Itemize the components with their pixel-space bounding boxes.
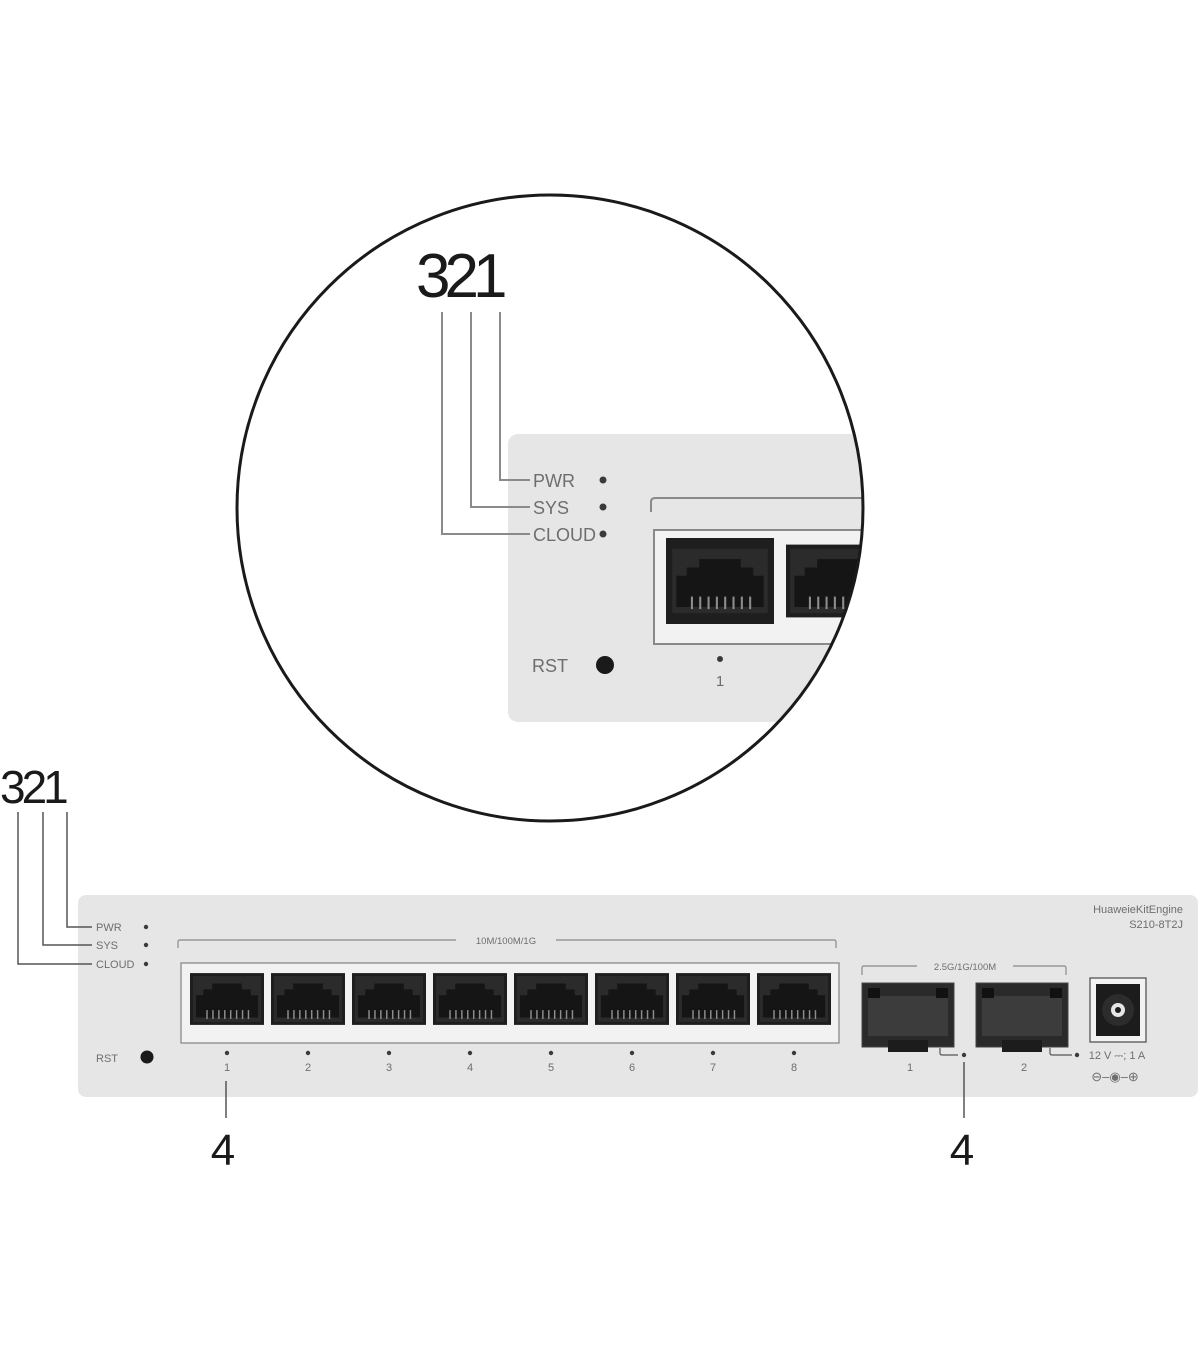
sfp-port: 1 <box>861 982 955 1074</box>
zoom-led-cloud-label: CLOUD <box>533 525 596 545</box>
sfp-2-led-bracket <box>1049 1048 1072 1056</box>
rj45-port-led <box>305 1050 311 1056</box>
reset-button <box>140 1050 154 1064</box>
rj45-port-number: 3 <box>386 1062 392 1074</box>
led-pwr-label: PWR <box>96 922 122 934</box>
zoom-callout-leaders <box>441 312 530 535</box>
rj45-port-led <box>548 1050 554 1056</box>
zoom-port-led <box>717 656 723 662</box>
rj45-port-number: 8 <box>791 1062 797 1074</box>
brand-label: HuaweiеKitEngine <box>1093 904 1183 916</box>
device-callout-leaders <box>17 812 92 965</box>
sfp-2-led <box>1074 1052 1080 1058</box>
zoom-panel <box>508 434 863 722</box>
zoom-view: PWR SYS CLOUD RST 1 321 <box>235 193 865 823</box>
rj45-port-led <box>791 1050 797 1056</box>
zoom-circle <box>235 193 865 823</box>
sfp-port: 2 <box>975 982 1069 1074</box>
power-polarity-icon: ⊖–◉–⊕ <box>1091 1069 1139 1084</box>
rj45-port: 3 <box>352 973 426 1074</box>
zoom-led-pwr <box>599 476 607 484</box>
rj45-port: 5 <box>514 973 588 1074</box>
rj45-port: 7 <box>676 973 750 1074</box>
sfp-1-led-bracket <box>939 1048 958 1056</box>
rj45-port-led <box>386 1050 392 1056</box>
zoom-rj45-port-2 <box>786 544 863 618</box>
led-sys <box>143 942 149 948</box>
device-callout-numbers: 321 <box>0 761 67 813</box>
rj45-group-label: 10M/100M/1G <box>476 936 536 947</box>
rj45-port-number: 7 <box>710 1062 716 1074</box>
rj45-port: 4 <box>433 973 507 1074</box>
rj45-port: 2 <box>271 973 345 1074</box>
device-front-panel: HuaweiеKitEngine S210-8T2J PWR SYS CLOUD… <box>0 761 1198 1097</box>
sfp-port-number: 2 <box>1021 1062 1027 1074</box>
rj45-port: 6 <box>595 973 669 1074</box>
rj45-port-number: 5 <box>548 1062 554 1074</box>
port-callout-number-1: 4 <box>211 1126 235 1175</box>
sfp-port-number: 1 <box>907 1062 913 1074</box>
rj45-port-led <box>629 1050 635 1056</box>
port-callout-number-2: 4 <box>950 1126 974 1175</box>
sfp-1-led <box>961 1052 967 1058</box>
rj45-port-led <box>467 1050 473 1056</box>
zoom-led-sys <box>599 503 607 511</box>
zoom-callout-numbers: 321 <box>416 242 505 311</box>
rj45-port-number: 1 <box>224 1062 230 1074</box>
rj45-ports: 1 2 3 4 5 6 7 8 <box>190 973 831 1074</box>
zoom-reset-button <box>596 656 614 674</box>
led-cloud <box>143 961 149 967</box>
rj45-port: 8 <box>757 973 831 1074</box>
zoom-led-pwr-label: PWR <box>533 471 575 491</box>
zoom-reset-label: RST <box>532 656 568 676</box>
sfp-group-label: 2.5G/1G/100M <box>934 962 996 973</box>
led-cloud-label: CLOUD <box>96 959 135 971</box>
reset-label: RST <box>96 1053 118 1065</box>
port-callouts: 4 4 <box>211 1062 974 1175</box>
zoom-port-1-label: 1 <box>716 673 724 690</box>
led-pwr <box>143 924 149 930</box>
rj45-port-led <box>710 1050 716 1056</box>
led-sys-label: SYS <box>96 940 118 952</box>
rj45-port-number: 2 <box>305 1062 311 1074</box>
rj45-port: 1 <box>190 973 264 1074</box>
rj45-port-number: 4 <box>467 1062 473 1074</box>
rj45-port-led <box>224 1050 230 1056</box>
power-rating-label: 12 V ⎓; 1 A <box>1089 1050 1146 1062</box>
zoom-led-sys-label: SYS <box>533 498 569 518</box>
rj45-port-number: 6 <box>629 1062 635 1074</box>
model-label: S210-8T2J <box>1129 919 1183 931</box>
zoom-led-cloud <box>599 530 607 538</box>
